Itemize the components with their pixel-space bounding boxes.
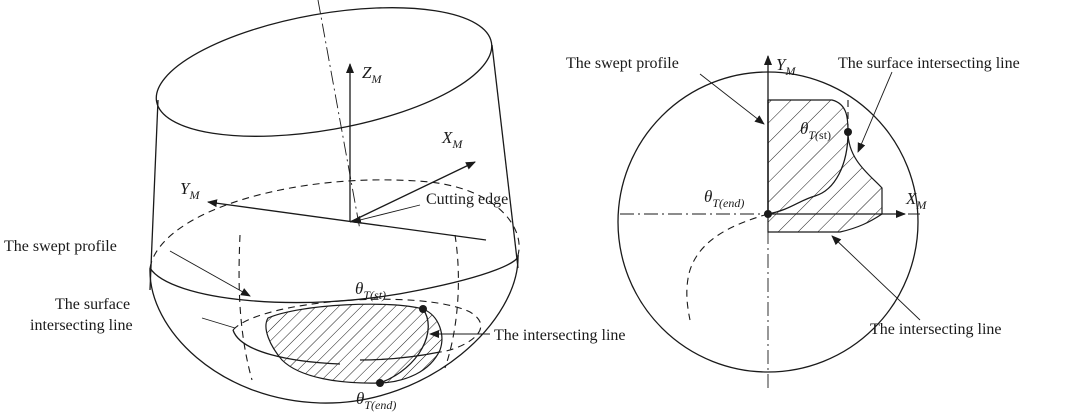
mid-ellipse-back: [149, 179, 520, 269]
right-surface-line-label: The surface intersecting line: [838, 55, 1020, 72]
theta-st-label: θT(st): [355, 279, 386, 302]
right-swept-profile-label: The swept profile: [566, 55, 679, 72]
surface-line-leader: [201, 317, 236, 329]
x-axis-label: XM: [441, 128, 463, 151]
right-intersecting-line-label: The intersecting line: [870, 321, 1002, 338]
right-section-diagram: The swept profile The surface intersecti…: [566, 55, 1020, 392]
right-intersecting-curve: [767, 131, 849, 215]
left-dashed-vertical: [238, 234, 253, 381]
tool-right-side: [491, 44, 519, 269]
y-axis-label: YM: [180, 179, 200, 202]
tool-axis-line: [317, 0, 361, 231]
theta-end-label: θT(end): [356, 389, 396, 412]
right-theta-end-label: θT(end): [704, 187, 744, 210]
right-y-axis-label: YM: [776, 55, 796, 78]
left-tool-diagram: ZM XM YM Cutting edge The swept profile …: [4, 0, 626, 412]
intersecting-line-label: The intersecting line: [494, 327, 626, 344]
right-lower-dashed-curve: [686, 213, 769, 321]
right-theta-st-point: [844, 128, 852, 136]
tool-top-ellipse: [155, 7, 493, 137]
right-intersecting-line-leader: [831, 235, 921, 321]
lower-ellipse-back: [232, 298, 482, 353]
y-axis-arrow: [207, 199, 487, 241]
right-theta-st-label: θT(st): [800, 119, 831, 142]
theta-st-point: [419, 305, 427, 313]
swept-profile-label: The swept profile: [4, 238, 117, 255]
swept-profile-leader: [169, 250, 251, 297]
right-surface-line-leader: [857, 71, 893, 153]
right-x-axis-label: XM: [905, 189, 927, 212]
right-dashed-vertical: [444, 234, 459, 369]
surface-line-label-1: The surface: [55, 296, 130, 313]
right-hatched-region: [767, 99, 883, 233]
surface-line-label-2: intersecting line: [30, 317, 133, 334]
x-axis-arrow: [349, 161, 476, 223]
mid-ellipse-front: [149, 254, 519, 304]
cutting-edge-label: Cutting edge: [426, 191, 508, 208]
tool-left-side: [149, 99, 159, 291]
right-swept-profile-leader: [699, 73, 765, 125]
intersecting-curve: [379, 308, 429, 384]
cutting-edge-leader: [351, 204, 421, 224]
theta-end-point: [376, 379, 384, 387]
hatched-cut-region: [265, 303, 443, 384]
hemisphere-outline: [149, 254, 519, 404]
z-axis-label: ZM: [362, 63, 382, 86]
